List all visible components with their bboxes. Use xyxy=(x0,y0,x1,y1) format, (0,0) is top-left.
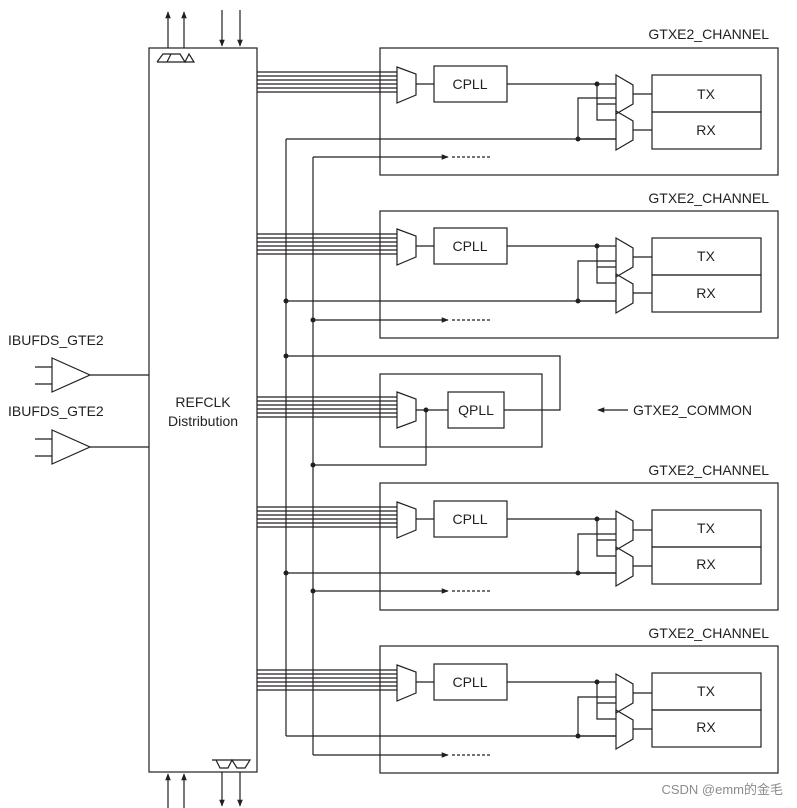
channel-2-title: GTXE2_CHANNEL xyxy=(648,190,769,206)
gtxe2-common-label: GTXE2_COMMON xyxy=(633,402,752,418)
gtxe2-common: QPLL GTXE2_COMMON xyxy=(257,355,752,466)
channel-1-rx-clk-mux xyxy=(615,109,634,152)
tx-label-1: TX xyxy=(697,86,716,102)
channel-3-rx-clk-mux xyxy=(615,545,634,588)
rx-label-2: RX xyxy=(696,285,716,301)
refclk-bus-4 xyxy=(257,669,397,691)
channel-4-refclk-mux xyxy=(396,664,417,702)
tx-label-2: TX xyxy=(697,248,716,264)
tx-label-3: TX xyxy=(697,520,716,536)
refclk-bus-common xyxy=(257,396,397,418)
cpll-label-3: CPLL xyxy=(452,511,487,527)
tx-label-4: TX xyxy=(697,683,716,699)
watermark: CSDN @emm的金毛 xyxy=(661,782,783,797)
rx-label-1: RX xyxy=(696,122,716,138)
channel-1-refclk-mux xyxy=(396,66,417,104)
gtxe2-channel-4: GTXE2_CHANNEL CPLL TX RX xyxy=(257,625,779,774)
top-buffer-icon xyxy=(156,52,196,64)
refclk-label-line2: Distribution xyxy=(168,413,238,429)
channel-4-rx-clk-mux xyxy=(615,708,634,751)
gtxe2-channel-1: GTXE2_CHANNEL CPLL TX RX xyxy=(257,26,779,176)
channel-3-refclk-mux xyxy=(396,501,417,539)
refclk-distribution-block xyxy=(148,47,258,773)
bottom-clock-ports xyxy=(165,758,252,808)
rx-label-4: RX xyxy=(696,719,716,735)
channel-2-rx-clk-mux xyxy=(615,272,634,315)
rx-label-3: RX xyxy=(696,556,716,572)
junction-dots xyxy=(283,81,600,739)
cpll-label-1: CPLL xyxy=(452,76,487,92)
qpll-label: QPLL xyxy=(458,402,494,418)
channel-3-title: GTXE2_CHANNEL xyxy=(648,462,769,478)
cpll-label-4: CPLL xyxy=(452,674,487,690)
ibufds-buffer-1: IBUFDS_GTE2 xyxy=(8,332,149,393)
channel-1-title: GTXE2_CHANNEL xyxy=(648,26,769,42)
ibufds-label-2: IBUFDS_GTE2 xyxy=(8,403,104,419)
channel-2-tx-clk-mux xyxy=(615,236,634,279)
top-clock-ports xyxy=(156,10,243,64)
gtxe2-channel-2: GTXE2_CHANNEL CPLL TX RX xyxy=(257,190,779,339)
channel-2-refclk-mux xyxy=(396,228,417,266)
gtxe2-channel-3: GTXE2_CHANNEL CPLL TX RX xyxy=(257,462,779,611)
refclk-label-line1: REFCLK xyxy=(175,394,231,410)
refclk-bus-2 xyxy=(257,233,397,255)
refclk-bus-3 xyxy=(257,506,397,528)
channel-1-tx-clk-mux xyxy=(615,73,634,116)
common-refclk-mux xyxy=(396,391,417,429)
cpll-label-2: CPLL xyxy=(452,238,487,254)
ibufds-label-1: IBUFDS_GTE2 xyxy=(8,332,104,348)
channel-4-title: GTXE2_CHANNEL xyxy=(648,625,769,641)
bottom-buffer-icon xyxy=(212,758,252,769)
channel-3-tx-clk-mux xyxy=(615,509,634,552)
refclk-bus-1 xyxy=(257,71,397,93)
ibufds-buffer-2: IBUFDS_GTE2 xyxy=(8,403,149,465)
channel-4-tx-clk-mux xyxy=(615,672,634,715)
